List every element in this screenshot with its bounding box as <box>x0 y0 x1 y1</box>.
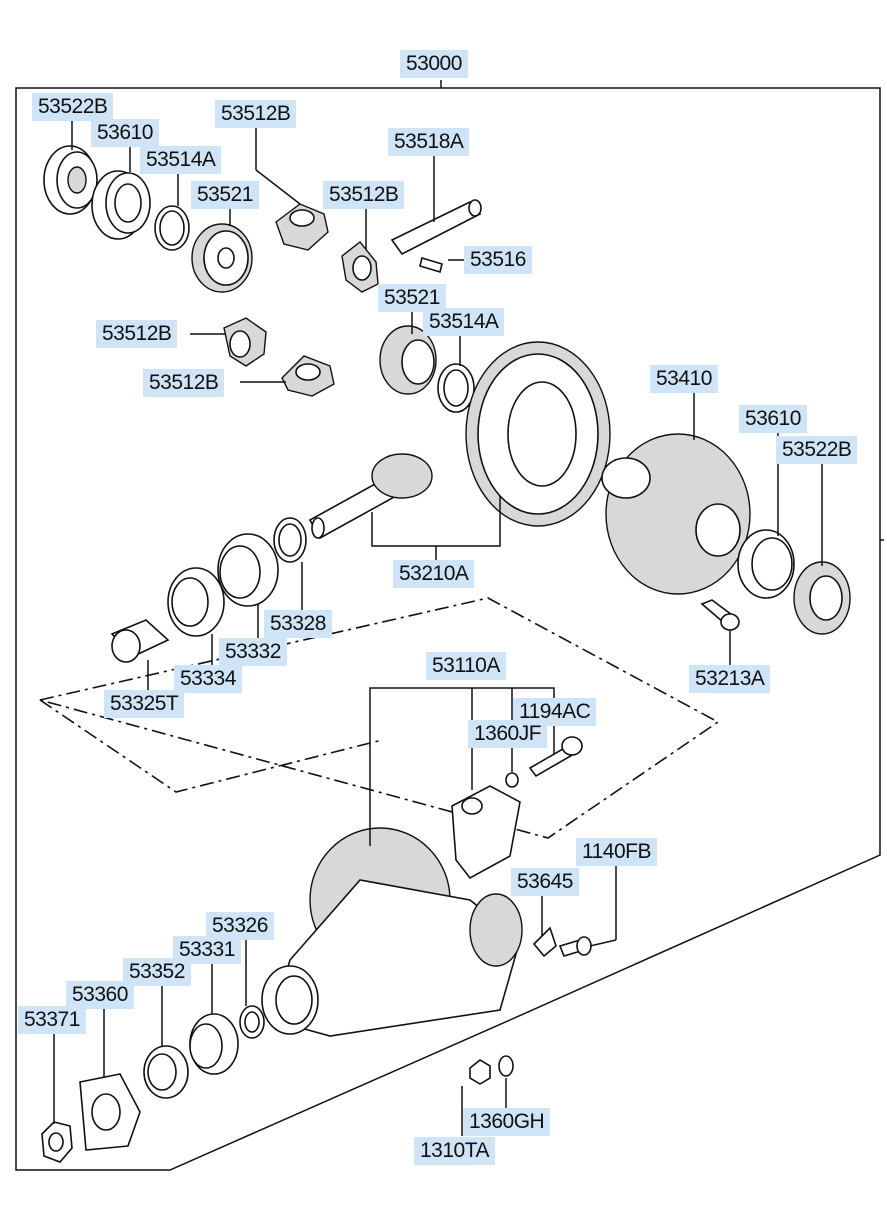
thrust-washer-53514A-right <box>437 363 475 413</box>
label-53512B-a[interactable]: 53512B <box>215 100 297 128</box>
pinion-shaft-53518A <box>390 199 482 256</box>
label-1360JF[interactable]: 1360JF <box>468 720 548 748</box>
label-53210A[interactable]: 53210A <box>393 560 475 588</box>
label-53334[interactable]: 53334 <box>174 665 242 693</box>
bolt-1194AC <box>528 736 583 778</box>
bearing-cup-53610-left <box>91 170 151 240</box>
carrier-group-outline-lower <box>39 699 383 793</box>
label-1360GH[interactable]: 1360GH <box>463 1108 551 1136</box>
flange-nut-53371 <box>41 1121 73 1163</box>
label-53521-left[interactable]: 53521 <box>191 181 259 209</box>
label-53512B-b[interactable]: 53512B <box>323 181 405 209</box>
washer-1360JF <box>505 772 519 788</box>
spacer-53325T <box>110 619 170 663</box>
label-53645[interactable]: 53645 <box>511 868 579 896</box>
label-53371[interactable]: 53371 <box>18 1006 86 1034</box>
label-53610-right[interactable]: 53610 <box>739 405 807 433</box>
label-1140FB[interactable]: 1140FB <box>576 838 657 866</box>
label-53512B-d[interactable]: 53512B <box>143 369 225 397</box>
label-53512B-c[interactable]: 53512B <box>96 320 178 348</box>
oil-seal-53352 <box>143 1045 189 1099</box>
companion-flange-53360 <box>79 1073 141 1151</box>
pinion-gear-53512B-b <box>341 241 379 293</box>
label-53514A-right[interactable]: 53514A <box>423 308 505 336</box>
ring-gear-bolt-53213A <box>700 599 740 631</box>
shim-53326 <box>239 1005 265 1039</box>
label-assembly[interactable]: 53000 <box>400 50 468 78</box>
label-53213A[interactable]: 53213A <box>689 665 771 693</box>
shim-53328 <box>273 517 307 563</box>
bearing-53334 <box>167 567 225 637</box>
bearing-cone-53522B-right <box>793 561 851 635</box>
carrier-housing-53110A <box>261 827 523 1037</box>
drive-pinion-53210A <box>308 453 433 540</box>
label-1194AC[interactable]: 1194AC <box>513 698 597 726</box>
lock-plate-53645 <box>532 926 557 958</box>
label-53326[interactable]: 53326 <box>206 912 274 940</box>
label-53522B-left[interactable]: 53522B <box>32 93 114 121</box>
pinion-gear-53512B-a <box>275 203 329 251</box>
thrust-washer-53514A-left <box>154 205 190 251</box>
label-53360[interactable]: 53360 <box>66 981 134 1009</box>
bearing-cap <box>451 785 521 880</box>
label-53110A[interactable]: 53110A <box>426 652 506 680</box>
label-53518A[interactable]: 53518A <box>388 128 470 156</box>
label-53410[interactable]: 53410 <box>650 365 718 393</box>
bearing-53332 <box>217 533 279 607</box>
label-53521-right[interactable]: 53521 <box>378 284 446 312</box>
assembly-frame <box>15 80 881 1171</box>
pinion-group-outline <box>39 597 720 839</box>
leader-lines <box>53 120 823 1136</box>
nut-1310TA <box>469 1059 491 1085</box>
bolt-1140FB <box>558 936 592 957</box>
label-53352[interactable]: 53352 <box>123 958 191 986</box>
label-53516[interactable]: 53516 <box>464 246 532 274</box>
bearing-cone-53522B-left <box>43 145 98 215</box>
side-gear-53521-left <box>191 223 253 293</box>
label-53610-left[interactable]: 53610 <box>91 119 159 147</box>
pinion-gear-53512B-d <box>281 355 335 397</box>
label-53514A-left[interactable]: 53514A <box>140 146 222 174</box>
lock-pin-53516 <box>419 256 443 274</box>
side-gear-53521-right <box>379 325 437 395</box>
label-53332[interactable]: 53332 <box>219 638 287 666</box>
bearing-53331 <box>189 1013 239 1075</box>
ring-gear-53210A <box>465 341 611 527</box>
bearing-cup-53610-right <box>737 529 795 599</box>
differential-case-53410 <box>601 433 751 595</box>
pinion-gear-53512B-c <box>223 317 267 367</box>
washer-1360GH <box>498 1055 514 1077</box>
label-53325T[interactable]: 53325T <box>104 690 185 718</box>
label-53522B-right[interactable]: 53522B <box>776 436 858 464</box>
label-1310TA[interactable]: 1310TA <box>414 1137 495 1165</box>
label-53328[interactable]: 53328 <box>264 610 332 638</box>
